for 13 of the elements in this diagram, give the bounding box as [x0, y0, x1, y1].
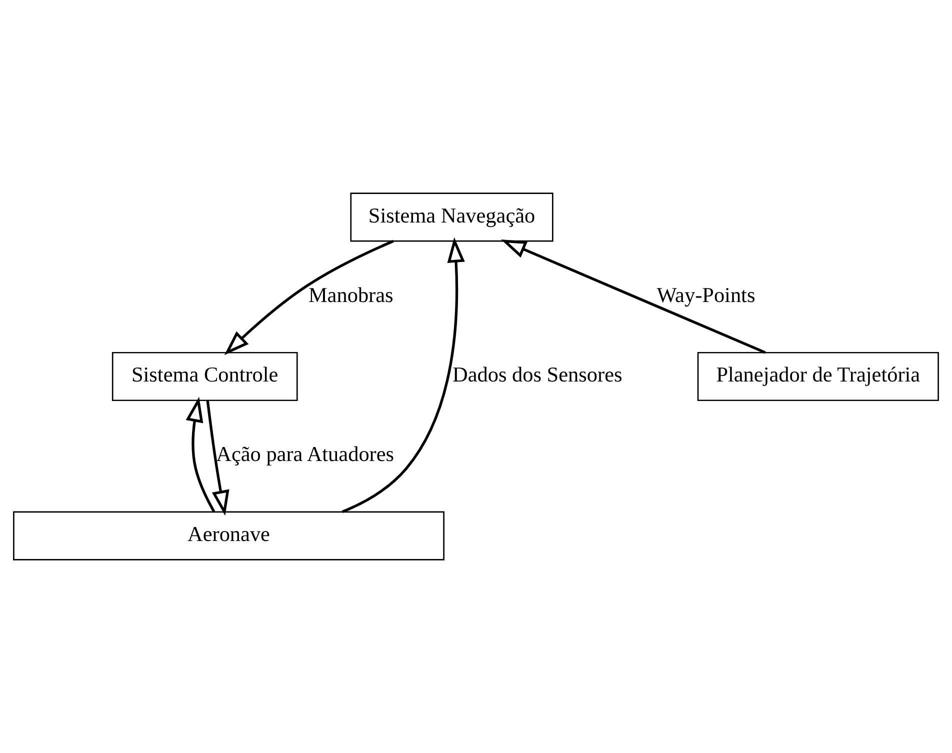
- edge-label: Way-Points: [656, 282, 756, 307]
- arrow: [224, 240, 394, 356]
- node-box: Sistema Controle: [112, 352, 298, 402]
- arrow: [206, 400, 230, 516]
- arrow: [186, 396, 216, 512]
- edge-label: Manobras: [308, 282, 394, 307]
- edge-label: Dados dos Sensores: [452, 362, 622, 387]
- arrow: [342, 237, 465, 514]
- edge-label: Ação para Atuadores: [216, 442, 394, 466]
- node-box: Aeronave: [13, 511, 444, 560]
- node-box: Sistema Navegação: [350, 192, 554, 242]
- arrow: [500, 240, 766, 354]
- node-box: Planejador de Trajetória: [697, 352, 939, 402]
